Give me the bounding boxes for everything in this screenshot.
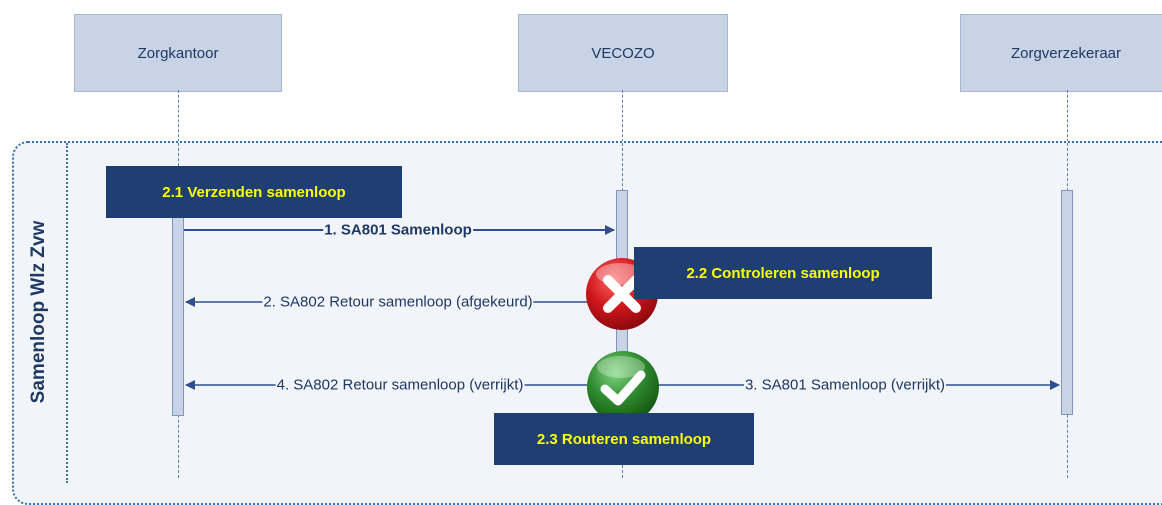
step-2-2-box: 2.2 Controleren samenloop (634, 247, 932, 299)
lifeline-zorgverzekeraar-top (1067, 90, 1068, 142)
step-2-1-label: 2.1 Verzenden samenloop (162, 183, 346, 201)
step-2-3-label: 2.3 Routeren samenloop (536, 430, 712, 448)
activation-zorgverzekeraar (1061, 190, 1073, 415)
lifeline-zorgkantoor-top (178, 90, 179, 142)
step-2-1-box: 2.1 Verzenden samenloop (106, 166, 402, 218)
step-2-3-box: 2.3 Routeren samenloop (494, 413, 754, 465)
participant-zorgverzekeraar: Zorgverzekeraar (960, 14, 1162, 92)
success-check-icon (587, 351, 659, 423)
lifeline-vecozo-top (622, 90, 623, 142)
message-arrows (184, 225, 1060, 390)
participant-zorgverzekeraar-label: Zorgverzekeraar (1010, 44, 1122, 62)
participant-zorgkantoor-label: Zorgkantoor (137, 44, 219, 62)
message-3-label: 3. SA801 Samenloop (verrijkt) (743, 376, 947, 394)
participant-vecozo-label: VECOZO (591, 44, 655, 62)
participant-zorgkantoor: Zorgkantoor (74, 14, 282, 92)
message-4-label: 4. SA802 Retour samenloop (verrijkt) (275, 376, 525, 394)
step-2-2-label: 2.2 Controleren samenloop (686, 264, 880, 282)
message-2-label: 2. SA802 Retour samenloop (afgekeurd) (262, 293, 534, 311)
message-1-label: 1. SA801 Samenloop (323, 221, 473, 239)
participant-vecozo: VECOZO (518, 14, 728, 92)
frame-divider (66, 143, 68, 483)
